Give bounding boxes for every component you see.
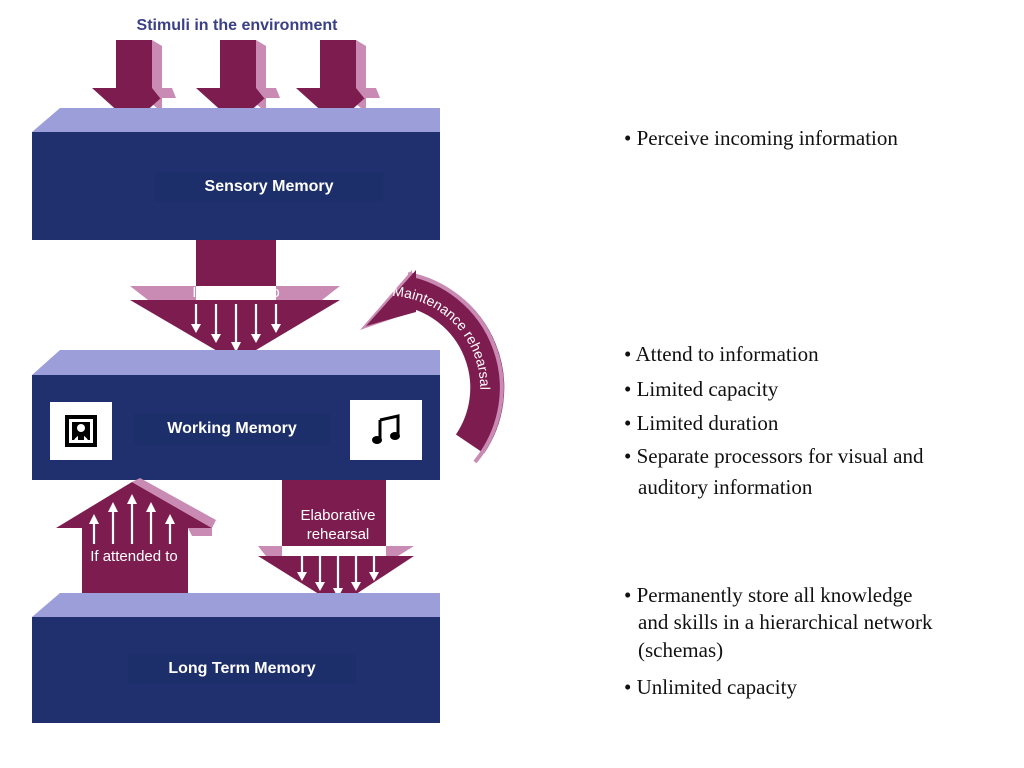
note-line: • Limited capacity <box>624 377 779 402</box>
note-line: (schemas) <box>638 637 724 662</box>
note-line: • Attend to information <box>624 342 819 366</box>
note-line: • Separate processors for visual and <box>624 443 924 468</box>
note-line: • Perceive incoming information <box>624 126 898 150</box>
elaborative-rehearsal-arrow: Elaborative rehearsal <box>258 480 414 606</box>
stimulus-arrow-1 <box>92 40 176 124</box>
note-line: • Permanently store all knowledge <box>624 583 913 607</box>
working-memory-label: Working Memory <box>134 413 330 445</box>
attended-up-arrow: If attended to <box>56 478 216 608</box>
attended-down-label: If attended to <box>192 284 280 301</box>
note-line: and skills in a hierarchical network <box>638 610 933 635</box>
sensory-notes: • Perceive incoming information <box>624 125 898 152</box>
sensory-memory-label: Sensory Memory <box>155 172 383 202</box>
stimulus-arrow-2 <box>196 40 280 124</box>
attended-down-arrow: If attended to <box>130 240 340 362</box>
working-notes: • Attend to information • Limited capaci… <box>624 341 924 501</box>
attended-up-label: If attended to <box>90 548 178 565</box>
elaborative-label-line1: Elaborative <box>300 507 375 524</box>
note-line: auditory information <box>638 475 813 500</box>
long-term-memory-label: Long Term Memory <box>128 654 356 684</box>
stimuli-title: Stimuli in the environment <box>137 17 339 34</box>
note-line: • Limited duration <box>624 410 779 435</box>
elaborative-label-line2: rehearsal <box>307 526 370 543</box>
long-term-notes: • Permanently store all knowledge and sk… <box>624 582 932 701</box>
stimulus-arrow-3 <box>296 40 380 124</box>
picture-icon <box>50 402 112 460</box>
note-line: • Unlimited capacity <box>624 674 797 699</box>
music-note-icon <box>350 400 422 460</box>
